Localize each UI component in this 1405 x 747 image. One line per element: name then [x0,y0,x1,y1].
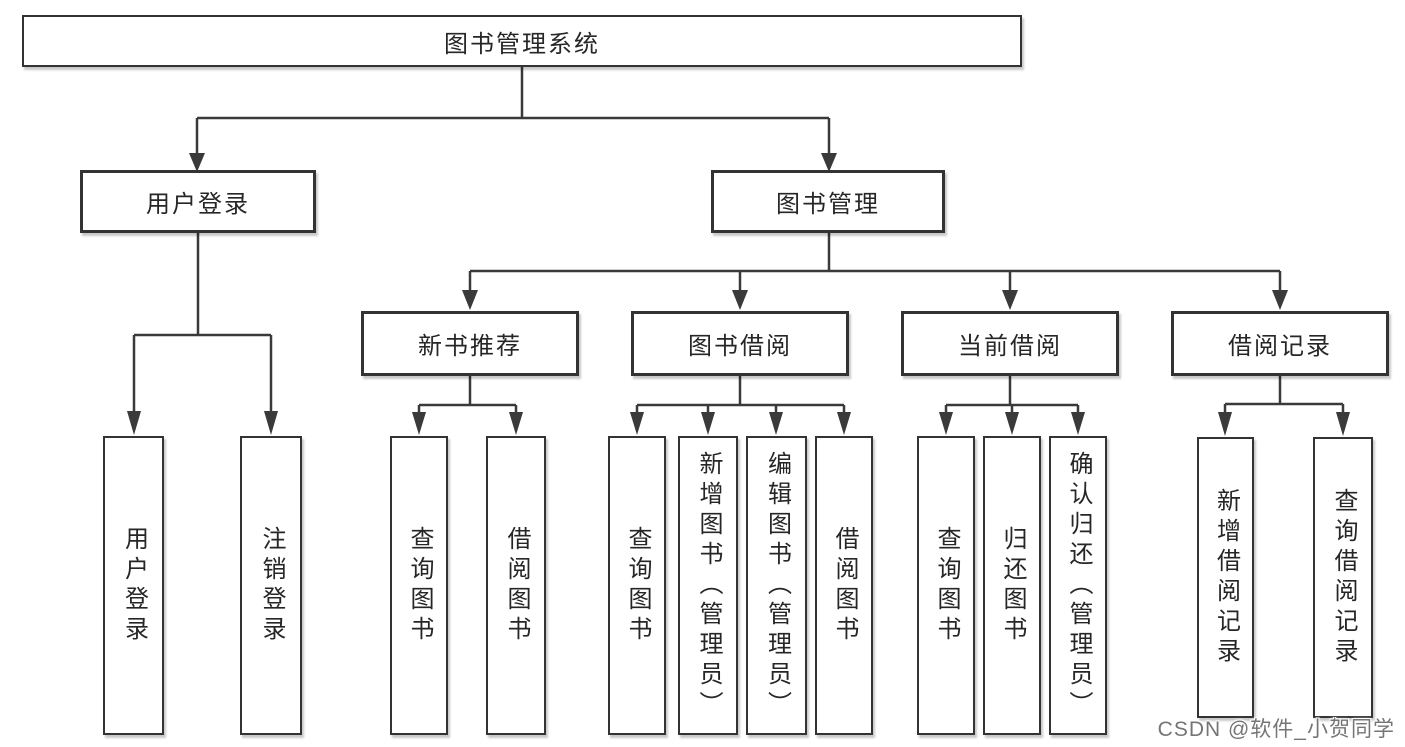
node-label: 图书管理系统 [444,30,600,58]
leaf-confirm-return-admin: 确认归还（管理员） [1049,436,1107,735]
arrow-down-icon [189,153,205,172]
node-label: 图书管理 [776,191,880,218]
leaf-add-borrow-record: 新增借阅记录 [1197,437,1254,718]
leaf-borrow-books-recommend: 借阅图书 [486,436,546,735]
node-book-management: 图书管理 [711,170,945,233]
node-root-system: 图书管理系统 [22,15,1022,67]
node-new-book-recommend: 新书推荐 [361,311,579,376]
arrow-down-icon [1336,412,1350,436]
node-label: 图书借阅 [688,333,792,360]
arrow-down-icon [412,412,426,435]
leaf-label: 确认归还（管理员） [1065,450,1092,721]
node-label: 新书推荐 [418,333,522,360]
arrow-down-icon [701,412,715,435]
leaf-query-borrow-record: 查询借阅记录 [1313,437,1373,718]
leaf-query-books-borrow: 查询图书 [608,436,666,735]
leaf-query-books-current: 查询图书 [917,436,975,735]
leaf-label: 注销登录 [258,525,285,646]
arrow-down-icon [769,412,783,435]
node-label: 借阅记录 [1228,333,1332,360]
arrow-down-icon [939,412,953,435]
leaf-add-book-admin: 新增图书（管理员） [678,436,738,735]
leaf-label: 用户登录 [120,525,148,646]
leaf-borrow-books: 借阅图书 [815,436,873,735]
arrow-down-icon [1071,412,1085,435]
node-user-login: 用户登录 [80,170,316,233]
leaf-query-books-recommend: 查询图书 [390,436,448,735]
arrow-down-icon [509,412,523,435]
leaf-label: 新增借阅记录 [1212,487,1240,668]
leaf-label: 查询图书 [933,525,960,646]
leaf-label: 借阅图书 [831,525,858,646]
node-book-borrow: 图书借阅 [631,311,849,376]
arrow-down-icon [127,411,141,435]
node-current-borrow: 当前借阅 [901,311,1119,376]
arrow-down-icon [630,412,644,435]
leaf-label: 编辑图书（管理员） [763,450,791,721]
arrow-down-icon [1005,412,1019,435]
leaf-return-book: 归还图书 [983,436,1041,735]
leaf-label: 查询图书 [624,525,651,646]
leaf-logout: 注销登录 [240,436,302,735]
arrow-down-icon [462,290,478,310]
arrow-down-icon [1002,290,1018,310]
leaf-label: 借阅图书 [503,525,530,646]
node-borrow-records: 借阅记录 [1171,311,1389,376]
leaf-label: 查询借阅记录 [1330,487,1357,668]
csdn-watermark: CSDN @软件_小贺同学 [1157,718,1395,741]
arrow-down-icon [1272,290,1288,310]
leaf-edit-book-admin: 编辑图书（管理员） [746,436,807,735]
arrow-down-icon [837,412,851,435]
node-label: 用户登录 [146,191,250,218]
arrow-down-icon [1218,412,1232,436]
leaf-label: 归还图书 [999,525,1026,646]
leaf-label: 查询图书 [406,525,433,646]
leaf-user-login: 用户登录 [103,436,164,735]
arrow-down-icon [264,411,278,435]
arrow-down-icon [732,290,748,310]
node-label: 当前借阅 [958,333,1062,360]
leaf-label: 新增图书（管理员） [695,450,722,721]
arrow-down-icon [821,153,837,172]
